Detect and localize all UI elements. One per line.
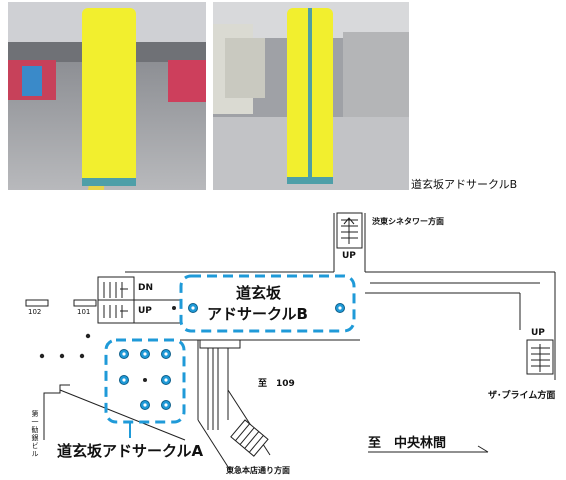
label-up-right: UP bbox=[531, 328, 545, 338]
caption-ad-circle-b: 道玄坂アドサークルB bbox=[411, 178, 518, 191]
label-daiichi-kangyo: 第一勧銀ビル bbox=[31, 410, 39, 458]
label-to-chuo-rinkan: 至 中央林間 bbox=[368, 436, 447, 451]
label-dn: DN bbox=[138, 283, 154, 293]
label-102: 102 bbox=[28, 308, 42, 316]
label-to-109: 至 109 bbox=[258, 379, 295, 389]
label-tokyu-honten: 東急本店通り方面 bbox=[226, 466, 290, 475]
label-101: 101 bbox=[77, 308, 91, 316]
photo-pillar-side bbox=[213, 2, 409, 190]
photo-pillar-front bbox=[8, 2, 206, 190]
label-ad-circle-b-line1: 道玄坂 bbox=[236, 284, 282, 302]
label-ad-circle-a: 道玄坂アドサークルA bbox=[57, 442, 204, 460]
label-up-top: UP bbox=[342, 251, 356, 261]
label-ad-circle-b-line2: アドサークルB bbox=[207, 305, 308, 323]
label-the-prime: ザ･プライム方面 bbox=[488, 391, 556, 401]
label-shibuya-east: 渋東シネタワー方面 bbox=[372, 217, 444, 226]
label-up-left: UP bbox=[138, 306, 152, 316]
